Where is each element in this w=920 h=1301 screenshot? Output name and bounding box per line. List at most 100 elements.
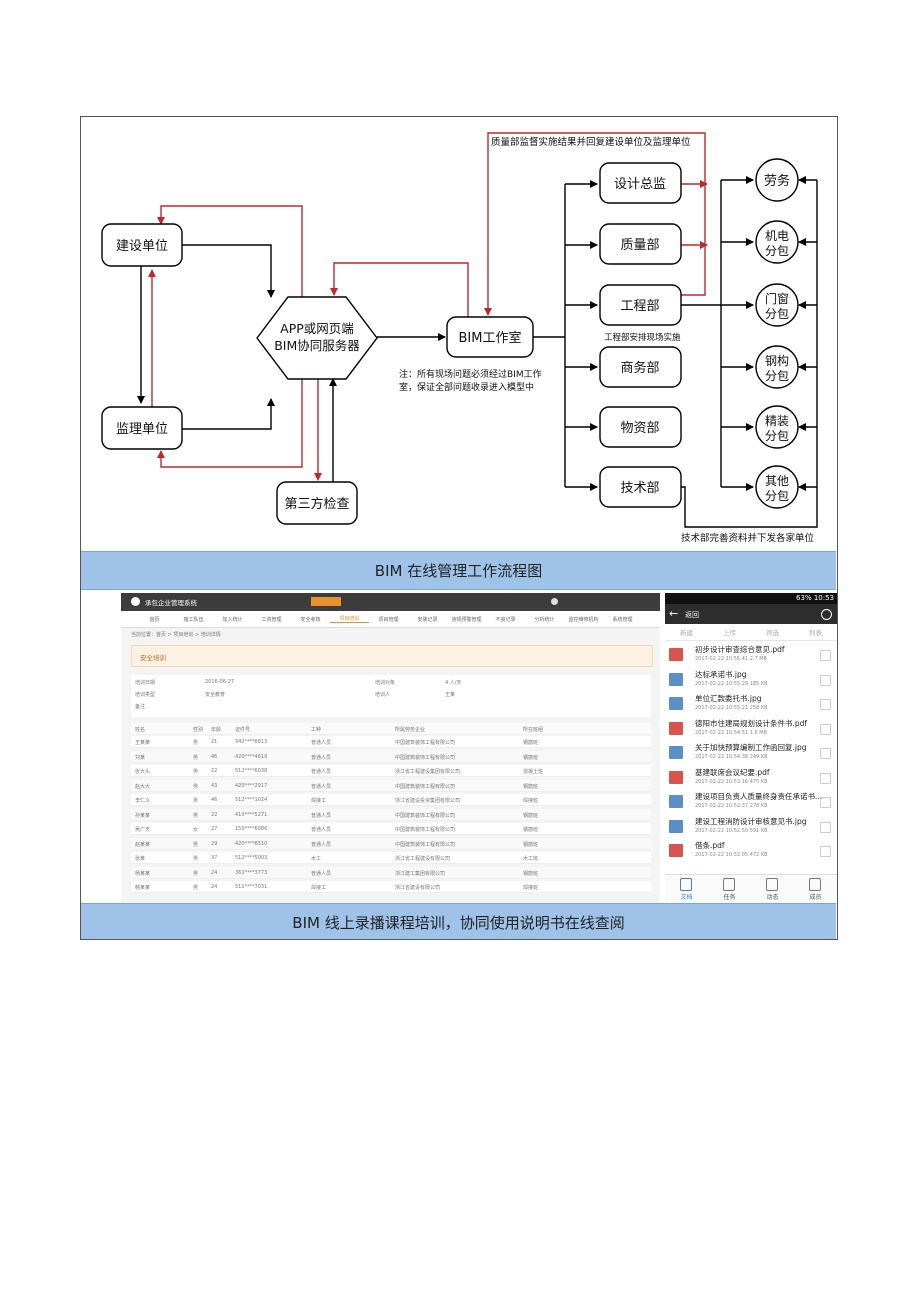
pc-nav-item[interactable]: 施工队伍 — [183, 616, 204, 623]
back-label[interactable]: 返回 — [685, 611, 699, 619]
tab-icon — [809, 878, 822, 891]
table-cell: 杨某某 — [135, 870, 151, 877]
label-engineering-dept: 工程部 — [620, 299, 659, 314]
file-checkbox[interactable] — [820, 821, 831, 833]
file-name: 借条.pdf — [695, 841, 725, 850]
node-design-director — [599, 162, 682, 204]
table-cell: 浙江省工程建设有限公司 — [395, 856, 451, 862]
file-checkbox[interactable] — [820, 699, 831, 710]
tab-item[interactable]: 任务 — [723, 875, 736, 903]
node-decor-sub — [755, 405, 799, 449]
avatar[interactable] — [551, 598, 558, 605]
toolbar-button[interactable]: 筛选 — [766, 629, 779, 637]
file-meta: 2017-02-22 10:53:16 475 KB — [695, 778, 768, 785]
pc-screenshot: 承包企业管理系统 首页施工队伍加入统计工资管理安全考核项目培训项目管理安装记录违… — [121, 593, 660, 903]
label-decor-line1: 精装 — [765, 414, 789, 428]
pdf-file-icon — [669, 721, 683, 735]
pc-nav-item[interactable]: 项目培训 — [330, 615, 369, 623]
table-cell: 钢筋班 — [523, 870, 539, 877]
table-header-row: 姓名性别年龄证件号工种所属劳务企业所在班组 — [131, 723, 651, 735]
table-cell: 木工 — [311, 856, 322, 862]
file-checkbox[interactable] — [820, 650, 831, 661]
pc-nav-item[interactable]: 分析统计 — [534, 616, 555, 623]
pc-nav-item[interactable]: 首页 — [149, 616, 160, 623]
phone-status-text: 63% 10:53 — [796, 594, 834, 602]
table-cell: 浙江省建设投资集团有限公司 — [395, 798, 461, 804]
toolbar-button[interactable]: 列表 — [809, 629, 822, 637]
table-cell: 21 — [211, 739, 218, 745]
tab-label: 任务 — [723, 894, 736, 901]
tab-item[interactable]: 文档 — [680, 875, 693, 903]
form-label: 培训类型 — [135, 692, 156, 698]
node-engineering-dept — [599, 284, 682, 326]
file-checkbox[interactable] — [820, 674, 831, 686]
pdf-file-icon — [669, 844, 683, 857]
file-checkbox[interactable] — [820, 797, 831, 808]
label-bim-studio: BIM工作室 — [459, 330, 522, 346]
pc-nav-item[interactable]: 违规预警管理 — [451, 616, 482, 623]
toolbar-button[interactable]: 上传 — [723, 629, 736, 637]
table-cell: 刘某 — [135, 754, 146, 761]
table-cell: 女 — [193, 827, 199, 833]
pc-nav-item[interactable]: 安全考核 — [300, 616, 321, 623]
toolbar-button[interactable]: 新建 — [680, 629, 693, 637]
file-meta: 2017-02-22 10:55:21 258 KB — [695, 705, 768, 711]
label-labor: 劳务 — [764, 173, 790, 189]
label-window-line2: 分包 — [765, 307, 789, 321]
chat-icon[interactable] — [821, 609, 832, 620]
black-connectors — [137, 176, 818, 528]
back-arrow-icon[interactable]: ← — [669, 607, 679, 620]
pc-nav-item[interactable]: 系统管理 — [612, 616, 633, 623]
table-cell: 420****2917 — [235, 782, 268, 789]
node-tech-dept — [599, 466, 682, 508]
table-cell: 410****5271 — [235, 811, 268, 818]
form-label: 培训对象 — [375, 680, 396, 686]
annotation-tech-dept: 技术部完善资料并下发各家单位 — [681, 532, 815, 544]
pc-nav-item[interactable]: 加入统计 — [222, 616, 243, 623]
file-checkbox[interactable] — [820, 772, 831, 784]
table-cell: 吴广天 — [135, 827, 151, 833]
file-checkbox[interactable] — [820, 748, 831, 759]
pc-nav-item[interactable]: 监控维修机构 — [568, 616, 599, 623]
file-checkbox[interactable] — [820, 723, 831, 735]
label-design-director: 设计总监 — [614, 177, 666, 192]
tab-item[interactable]: 动态 — [766, 875, 779, 903]
node-mep-sub — [755, 220, 799, 264]
section-header: 安全培训 — [131, 645, 653, 667]
pdf-file-icon — [669, 648, 683, 661]
table-cell: 所在班组 — [523, 727, 544, 733]
pc-nav-item[interactable]: 安装记录 — [417, 616, 438, 623]
tab-item[interactable]: 成员 — [809, 875, 822, 903]
list-item[interactable]: 建设项目负责人质量终身责任承诺书...2017-02-22 10:52:37 2… — [665, 790, 835, 814]
form-label: 培训日期 — [135, 680, 156, 686]
file-checkbox[interactable] — [820, 846, 831, 857]
table-cell: 150****6086 — [235, 826, 268, 832]
table-cell: 孙某某 — [135, 812, 151, 819]
table-cell: 男 — [193, 812, 199, 819]
table-cell: 钢筋班 — [523, 783, 539, 790]
table-cell: 钢筋班 — [523, 740, 539, 746]
table-cell: 男 — [193, 870, 199, 877]
label-supervision-unit: 监理单位 — [116, 422, 168, 437]
pc-nav-item[interactable]: 工资管理 — [261, 616, 282, 623]
pc-nav-item[interactable]: 项目管理 — [378, 616, 399, 623]
table-cell: 普通人员 — [311, 754, 332, 761]
workflow-diagram: 建设单位 监理单位 APP或网页端 BIM协同服务器 第三方检查 BIM工作室 … — [101, 132, 818, 544]
table-cell: 木工班 — [523, 856, 539, 862]
pc-nav-item[interactable]: 不良记录 — [495, 616, 516, 623]
table-cell: 37 — [211, 855, 218, 861]
annotation-engineering: 工程部安排现场实施 — [604, 332, 681, 343]
tab-label: 动态 — [766, 894, 779, 901]
